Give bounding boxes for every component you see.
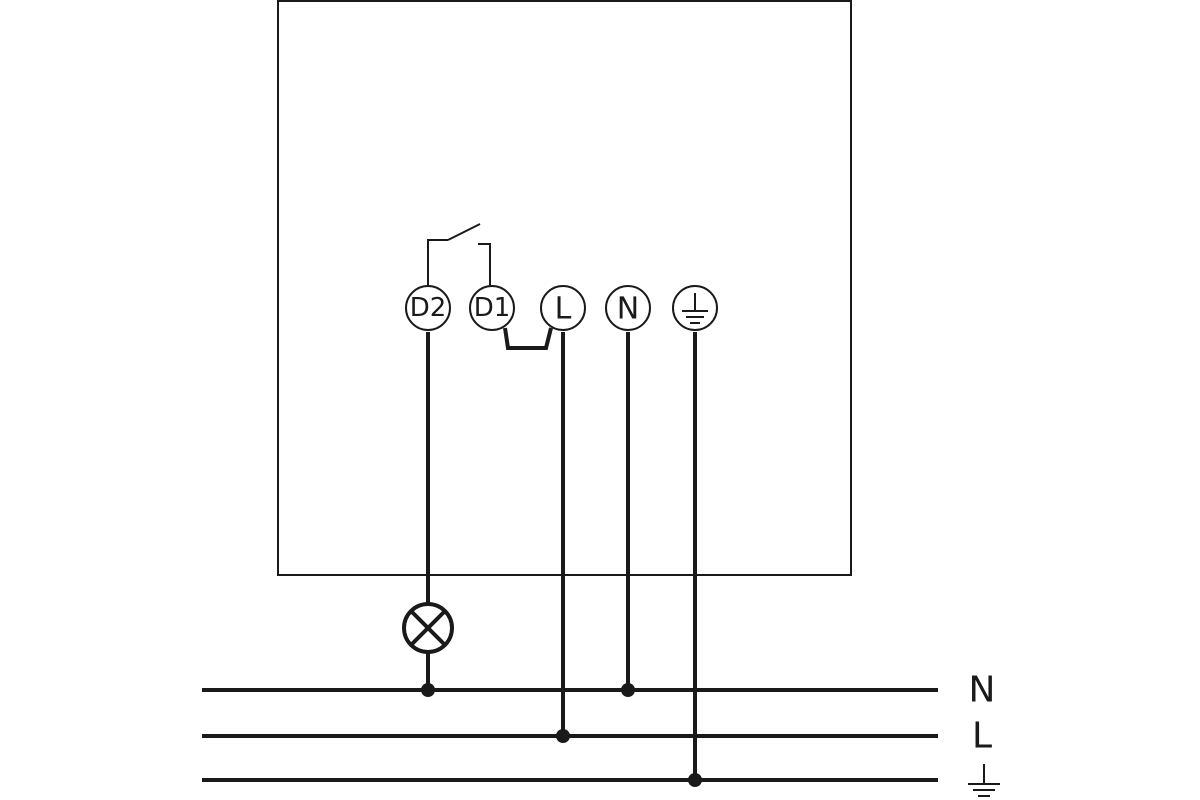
junction-dot xyxy=(556,729,570,743)
bus-label-n: N xyxy=(969,670,996,711)
terminal-d2: D2 xyxy=(405,285,451,331)
bus-label-l: L xyxy=(972,716,992,757)
jumper-d1-l xyxy=(503,327,553,350)
terminal-n: N xyxy=(605,285,651,331)
earth-ground-icon xyxy=(968,764,1000,797)
lamp-icon xyxy=(402,602,454,654)
junction-dot xyxy=(421,683,435,697)
terminal-d1-label: D1 xyxy=(474,293,511,323)
junction-dot xyxy=(688,773,702,787)
terminal-d2-label: D2 xyxy=(410,293,447,323)
terminal-d1: D1 xyxy=(469,285,515,331)
junction-dot xyxy=(621,683,635,697)
terminal-n-label: N xyxy=(617,292,639,327)
earth-ground-icon xyxy=(682,293,708,324)
terminal-l-label: L xyxy=(555,292,572,327)
terminal-l: L xyxy=(540,285,586,331)
terminal-ground xyxy=(672,285,718,331)
switch-contact-icon xyxy=(427,223,491,288)
